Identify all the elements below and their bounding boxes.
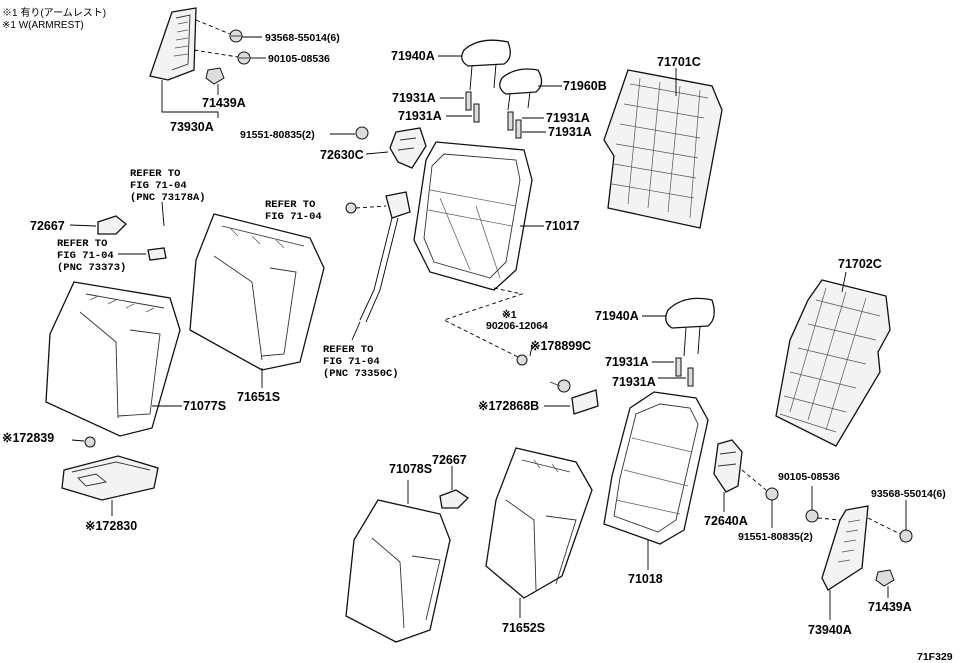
label-93568-left: 93568-55014(6) <box>265 32 340 44</box>
seatbelt-assembly[interactable] <box>345 191 411 323</box>
label-71931A-2: 71931A <box>398 109 442 123</box>
label-90105-right: 90105-08536 <box>778 471 840 483</box>
label-90206-note: ※1 <box>502 309 517 321</box>
label-71940A-right: 71940A <box>595 309 639 323</box>
nut-71439A-left[interactable] <box>205 67 225 85</box>
label-73940A: 73940A <box>808 623 852 637</box>
headrest-guides-right[interactable] <box>507 111 522 139</box>
clip-73373[interactable] <box>147 247 167 261</box>
seatback-frame-71017[interactable] <box>413 141 533 291</box>
refer-to-73373-b: FIG 71-04 <box>57 250 114 262</box>
refer-to-belt-b: FIG 71-04 <box>265 211 322 223</box>
seatback-frame-71018[interactable] <box>603 391 709 545</box>
bolt-91551-right[interactable] <box>765 487 779 501</box>
figure-code: 71F329 <box>917 651 953 663</box>
label-91551-right: 91551-80835(2) <box>738 531 813 543</box>
label-93568-right: 93568-55014(6) <box>871 488 946 500</box>
cover-172868B[interactable] <box>571 389 599 415</box>
headrest-71940A-right[interactable] <box>665 297 715 357</box>
refer-to-73178A-c: (PNC 73178A) <box>130 192 206 204</box>
label-71702C: 71702C <box>838 257 882 271</box>
seatback-board-71701C[interactable] <box>603 69 723 229</box>
label-71439A-left: 71439A <box>202 96 246 110</box>
label-71931A-1: 71931A <box>392 91 436 105</box>
label-72667-right: 72667 <box>432 453 467 467</box>
label-71078S: 71078S <box>389 462 432 476</box>
label-71701C: 71701C <box>657 55 701 69</box>
label-72640A: 72640A <box>704 514 748 528</box>
label-71018: 71018 <box>628 572 663 586</box>
refer-to-73350C-b: FIG 71-04 <box>323 356 380 368</box>
bolt-178899C[interactable] <box>549 379 571 393</box>
refer-to-73178A-b: FIG 71-04 <box>130 180 187 192</box>
nut-90206[interactable] <box>516 354 528 366</box>
refer-to-73350C-c: (PNC 73350C) <box>323 368 399 380</box>
bolt-91551-left[interactable] <box>355 126 369 140</box>
label-71931A-4: 71931A <box>548 125 592 139</box>
label-71017: 71017 <box>545 219 580 233</box>
label-91551-left: 91551-80835(2) <box>240 129 315 141</box>
label-71651S: 71651S <box>237 390 280 404</box>
label-71077S: 71077S <box>183 399 226 413</box>
headrest-71940A-top[interactable] <box>461 39 511 91</box>
bolt-90105-left[interactable] <box>237 51 251 65</box>
seat-back-lock-72630C[interactable] <box>389 127 427 169</box>
seat-back-lock-72640A[interactable] <box>713 439 743 493</box>
label-71931A-3: 71931A <box>546 111 590 125</box>
refer-to-73350C-a: REFER TO <box>323 344 373 356</box>
label-71960B: 71960B <box>563 79 607 93</box>
armrest-172830[interactable] <box>61 455 159 501</box>
seatback-pad-71652S[interactable] <box>485 447 593 599</box>
cover-72667-right[interactable] <box>439 489 470 509</box>
label-90105-left: 90105-08536 <box>268 53 330 65</box>
label-71940A-top: 71940A <box>391 49 435 63</box>
label-172839: ※172839 <box>2 431 54 445</box>
seatback-cover-71078S[interactable] <box>345 499 451 643</box>
seatback-board-71702C[interactable] <box>775 279 891 447</box>
refer-to-belt-a: REFER TO <box>265 199 315 211</box>
label-172868B: ※172868B <box>478 399 539 413</box>
screw-172839[interactable] <box>84 436 96 448</box>
cover-72667-left[interactable] <box>97 215 127 235</box>
note-armrest-en: ※1 W(ARMREST) <box>2 20 84 31</box>
label-178899C: ※178899C <box>530 339 591 353</box>
seatback-pad-71651S[interactable] <box>189 213 325 371</box>
note-armrest-jp: ※1 有り(アームレスト) <box>2 6 106 19</box>
label-73930A: 73930A <box>170 120 214 134</box>
label-72667-left: 72667 <box>30 219 65 233</box>
headrest-71960B[interactable] <box>499 68 543 111</box>
label-71931A-6: 71931A <box>612 375 656 389</box>
seatback-cover-71077S[interactable] <box>45 281 181 437</box>
headrest-guides-lower-right[interactable] <box>675 357 694 387</box>
label-90206: 90206-12064 <box>486 320 548 332</box>
label-172830: ※172830 <box>85 519 137 533</box>
label-72630C: 72630C <box>320 148 364 162</box>
label-71439A-right: 71439A <box>868 600 912 614</box>
bolt-90105-right[interactable] <box>805 509 819 523</box>
headrest-guides-left[interactable] <box>465 91 480 123</box>
screw-93568-left[interactable] <box>229 29 243 43</box>
armrest-hinge-bracket-left[interactable] <box>149 7 197 81</box>
label-71652S: 71652S <box>502 621 545 635</box>
nut-71439A-right[interactable] <box>875 569 895 587</box>
refer-to-73373-c: (PNC 73373) <box>57 262 126 274</box>
label-71931A-5: 71931A <box>605 355 649 369</box>
refer-to-73178A-a: REFER TO <box>130 168 180 180</box>
screw-93568-right[interactable] <box>899 529 913 543</box>
refer-to-73373-a: REFER TO <box>57 238 107 250</box>
